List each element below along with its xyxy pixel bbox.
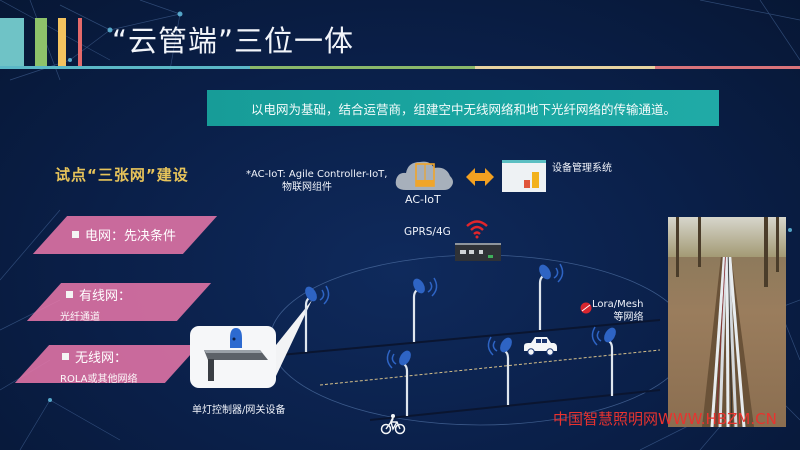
gateway-router-icon — [455, 243, 501, 261]
title-underline-tan — [475, 66, 655, 69]
ac-iot-note: *AC-IoT: Agile Controller-IoT, 物联网组件 — [246, 168, 387, 194]
accent-bar-yellow — [58, 18, 66, 66]
watermark: 中国智慧照明网WWW.HBZM.CN — [553, 410, 777, 428]
gprs-label: GPRS/4G — [404, 226, 451, 238]
title-underline-teal — [0, 66, 250, 69]
ac-iot-note-line2: 物联网组件 — [282, 182, 332, 193]
lora-label-line2: 等网络 — [613, 312, 644, 323]
pilot-item-label: 电网：先决条件 — [85, 229, 177, 244]
summary-banner: 以电网为基础，结合运营商，组建空中无线网络和地下光纤网络的传输通道。 — [207, 90, 719, 126]
pilot-section-title: 试点“三张网”建设 — [55, 166, 189, 184]
car-icon — [524, 337, 557, 356]
accent-bar-red — [78, 18, 82, 66]
pilot-item-power-grid: 电网：先决条件 — [72, 225, 176, 244]
bicycle-icon — [380, 414, 406, 435]
accent-bar-green — [35, 18, 47, 66]
conduit-pipes — [702, 246, 754, 427]
pilot-item-label: 无线网： — [75, 351, 128, 366]
bullet-square-icon — [66, 291, 73, 298]
page-title: “云管端”三位一体 — [112, 24, 355, 58]
lora-label-line1: Lora/Mesh — [592, 299, 644, 310]
mgmt-system-label: 设备管理系统 — [552, 163, 612, 174]
dashboard-screen-icon — [502, 160, 546, 192]
title-underline-green — [250, 66, 475, 69]
cloud-server-icon — [395, 161, 453, 190]
bidirectional-arrow-icon — [466, 168, 494, 186]
fiber-trench-photo — [668, 217, 786, 427]
cloud-label: AC-IoT — [405, 193, 441, 206]
accent-bar-teal — [0, 18, 24, 66]
title-underline-red — [655, 66, 800, 69]
wifi-signal-icon — [466, 220, 488, 239]
lora-logo-icon — [580, 302, 592, 314]
pilot-item-sub: 光纤通道 — [60, 312, 100, 323]
ac-iot-note-line1: *AC-IoT: Agile Controller-IoT, — [246, 169, 388, 180]
pilot-item-wireless: 无线网： ROLA或其他网络 — [60, 347, 138, 385]
bullet-square-icon — [62, 353, 69, 360]
banner-text: 以电网为基础，结合运营商，组建空中无线网络和地下光纤网络的传输通道。 — [251, 101, 677, 117]
lora-mesh-label: Lora/Mesh 等网络 — [592, 298, 643, 324]
lamp-controller-icon — [204, 328, 268, 381]
bullet-square-icon — [72, 231, 79, 238]
single-lamp-controller-card — [190, 326, 276, 388]
device-label: 单灯控制器/网关设备 — [192, 405, 286, 416]
pilot-item-sub: ROLA或其他网络 — [60, 374, 138, 385]
pilot-item-label: 有线网： — [79, 289, 132, 304]
pilot-item-wired: 有线网： 光纤通道 — [60, 285, 132, 323]
